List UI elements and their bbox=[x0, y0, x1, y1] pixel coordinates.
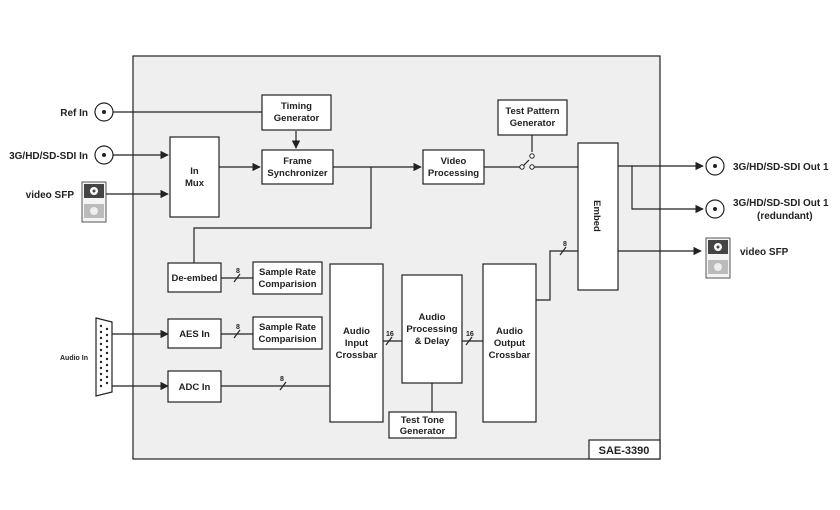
sdi-in-bnc-icon bbox=[94, 145, 114, 165]
connections bbox=[106, 111, 704, 412]
sfp-out-label: video SFP bbox=[740, 247, 789, 258]
in-mux-label: Mux bbox=[185, 178, 205, 189]
bus-width-label: 8 bbox=[280, 376, 284, 383]
embed-block bbox=[577, 142, 619, 291]
test-pattern-generator-block bbox=[497, 99, 568, 136]
sdi-out1-redundant-sublabel: (redundant) bbox=[757, 211, 813, 222]
frame-synchronizer-label: Frame bbox=[283, 156, 312, 167]
audio-processing-delay-label: Audio bbox=[419, 312, 446, 323]
sample-rate-comparison-label: Comparision bbox=[258, 279, 316, 290]
audio-input-crossbar-block bbox=[329, 263, 384, 423]
ref-in-bnc-icon bbox=[94, 102, 114, 122]
frame-synchronizer-label: Synchronizer bbox=[267, 168, 327, 179]
bus-ticks bbox=[233, 246, 567, 391]
timing-generator-label: Generator bbox=[274, 113, 320, 124]
video-processing-label: Processing bbox=[428, 168, 479, 179]
frame-synchronizer-block bbox=[261, 149, 334, 185]
audio-processing-delay-label: & Delay bbox=[415, 336, 451, 347]
sdi-out1-label: 3G/HD/SD-SDI Out 1 bbox=[733, 162, 829, 173]
bus-width-label: 8 bbox=[563, 241, 567, 248]
audio-output-crossbar-label: Output bbox=[494, 338, 526, 349]
adc-in-block bbox=[167, 370, 222, 403]
ref-in-label: Ref In bbox=[60, 108, 88, 119]
audio-in-db25-icon bbox=[95, 317, 113, 397]
bus-width-label: 16 bbox=[386, 331, 394, 338]
audio-input-crossbar-label: Input bbox=[345, 338, 369, 349]
timing-generator-label: Timing bbox=[281, 101, 312, 112]
embed-label: Embed bbox=[591, 200, 602, 232]
model-label: SAE-3390 bbox=[599, 445, 650, 457]
sample-rate-comparison-label: Comparision bbox=[258, 334, 316, 345]
bus-width-label: 8 bbox=[236, 268, 240, 275]
audio-input-crossbar-label: Crossbar bbox=[336, 350, 378, 361]
video-processing-block bbox=[422, 149, 485, 185]
test-tone-generator-label: Test Tone bbox=[401, 415, 444, 426]
test-pattern-generator-label: Generator bbox=[510, 118, 556, 129]
bus-width-label: 16 bbox=[466, 331, 474, 338]
bus-width-label: 8 bbox=[236, 324, 240, 331]
audio-processing-delay-block bbox=[401, 274, 463, 384]
sfp-in-label: video SFP bbox=[26, 190, 75, 201]
sdi-out1-bnc-icon bbox=[705, 156, 725, 176]
in-mux-block bbox=[169, 136, 220, 218]
audio-output-crossbar-label: Audio bbox=[496, 326, 523, 337]
sfp-out-icon bbox=[705, 237, 731, 279]
sample-rate-comparison-label: Sample Rate bbox=[259, 267, 316, 278]
sdi-out1-redundant-bnc-icon bbox=[705, 199, 725, 219]
video-processing-label: Video bbox=[441, 156, 467, 167]
audio-processing-delay-label: Processing bbox=[406, 324, 457, 335]
sample-rate-comparison-block-2 bbox=[252, 316, 323, 350]
timing-generator-block bbox=[261, 94, 332, 131]
sfp-in-icon bbox=[81, 181, 107, 223]
de-embed-block bbox=[167, 262, 222, 293]
test-tone-generator-label: Generator bbox=[400, 426, 446, 437]
test-pattern-generator-label: Test Pattern bbox=[505, 106, 559, 117]
audio-output-crossbar-label: Crossbar bbox=[489, 350, 531, 361]
audio-input-crossbar-label: Audio bbox=[343, 326, 370, 337]
audio-in-label: Audio In bbox=[60, 355, 88, 362]
in-mux-label: In bbox=[190, 166, 199, 177]
sample-rate-comparison-block-1 bbox=[252, 261, 323, 295]
test-tone-generator-block bbox=[388, 411, 457, 439]
aes-in-label: AES In bbox=[179, 329, 210, 340]
switch-contact bbox=[519, 164, 525, 170]
sdi-in-label: 3G/HD/SD-SDI In bbox=[9, 151, 88, 162]
model-label-box bbox=[588, 439, 661, 460]
aes-in-block bbox=[167, 318, 222, 349]
sdi-out1-redundant-label: 3G/HD/SD-SDI Out 1 bbox=[733, 198, 829, 209]
audio-output-crossbar-block bbox=[482, 263, 537, 423]
sample-rate-comparison-label: Sample Rate bbox=[259, 322, 316, 333]
switch-contact bbox=[529, 164, 535, 170]
adc-in-label: ADC In bbox=[179, 382, 211, 393]
switch-contact bbox=[529, 153, 535, 159]
de-embed-label: De-embed bbox=[172, 273, 218, 284]
